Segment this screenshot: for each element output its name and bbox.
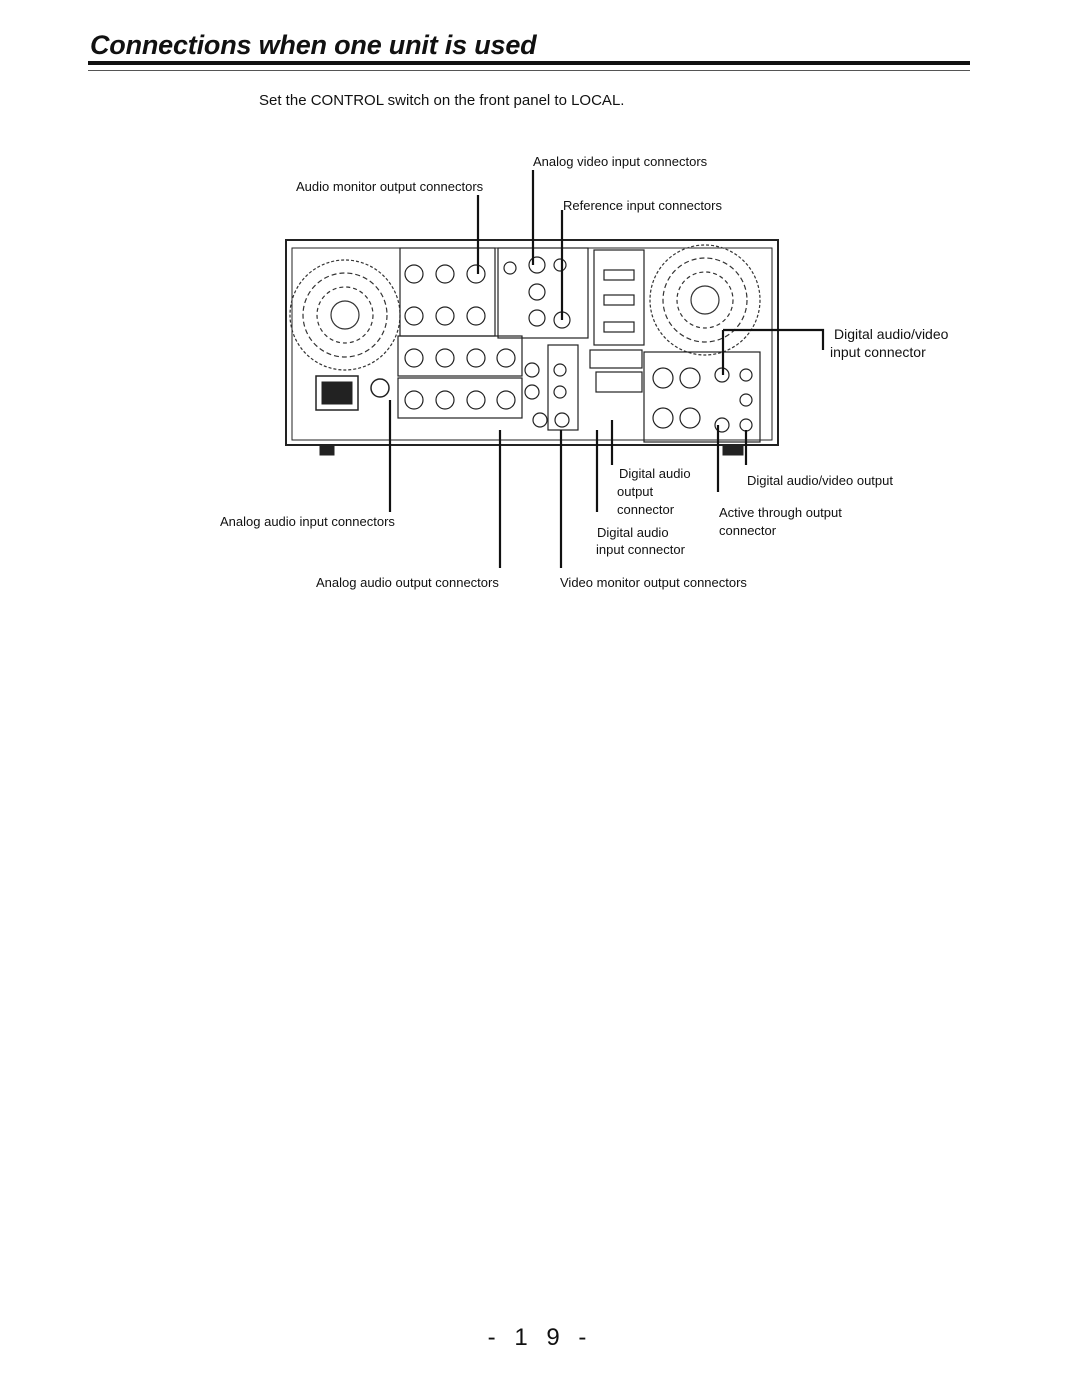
analog-audio-block	[397, 247, 523, 419]
title-underline-thin	[88, 70, 970, 71]
callout-active-through-line1: Active through output	[719, 505, 842, 520]
callout-digital-audio-input-line1: Digital audio	[597, 525, 669, 540]
callout-analog-audio-input: Analog audio input connectors	[220, 514, 395, 529]
callout-video-monitor-output: Video monitor output connectors	[560, 575, 747, 590]
digital-block	[643, 351, 761, 443]
page-number: - 1 9 -	[487, 1324, 593, 1351]
callout-digital-audio-input-line2: input connector	[596, 542, 685, 557]
callout-analog-audio-output: Analog audio output connectors	[316, 575, 499, 590]
title-underline	[88, 61, 970, 65]
callout-active-through-line2: connector	[719, 523, 777, 538]
leader-lines	[388, 170, 825, 568]
callout-audio-monitor-output: Audio monitor output connectors	[296, 179, 484, 194]
callout-digital-av-input-line1: Digital audio/video	[834, 326, 949, 342]
callout-digital-audio-output-line1: Digital audio	[619, 466, 691, 481]
rear-panel	[285, 239, 779, 456]
left-fan	[289, 259, 401, 371]
video-block	[497, 247, 589, 431]
callout-digital-av-input-line2: input connector	[830, 344, 926, 360]
right-fan	[649, 244, 761, 356]
callout-digital-audio-output-line3: connector	[617, 502, 675, 517]
remote-block	[589, 249, 645, 393]
callout-digital-audio-output-line2: output	[617, 484, 654, 499]
page-title: Connections when one unit is used	[90, 30, 537, 60]
ac-inlet	[315, 375, 390, 411]
rear-panel-diagram	[285, 170, 825, 568]
callout-reference-input: Reference input connectors	[563, 198, 722, 213]
callout-digital-av-output: Digital audio/video output	[747, 473, 893, 488]
callout-analog-video-input: Analog video input connectors	[533, 154, 708, 169]
instruction-text: Set the CONTROL switch on the front pane…	[259, 92, 625, 109]
